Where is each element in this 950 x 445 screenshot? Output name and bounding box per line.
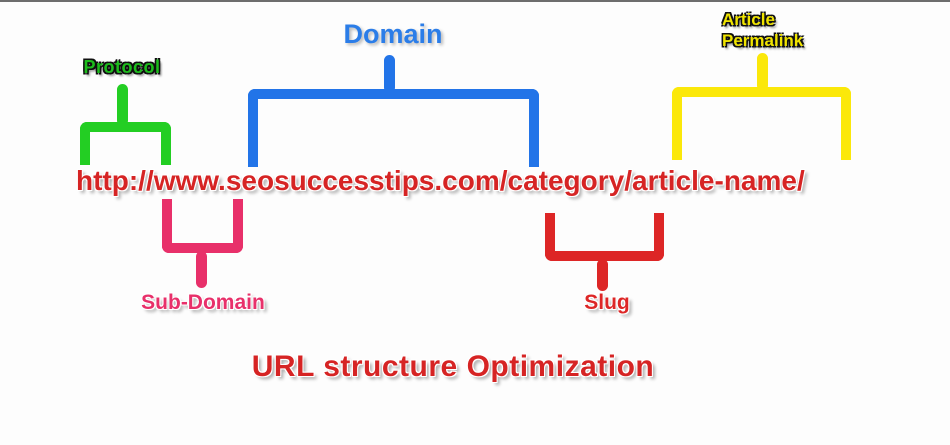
article-permalink-label: Article Permalink xyxy=(722,9,803,51)
protocol-stem-connector xyxy=(117,84,128,126)
article-permalink-stem-connector xyxy=(757,53,768,91)
sub-domain-bracket xyxy=(162,199,243,253)
sub-domain-stem-connector xyxy=(196,251,207,288)
url-text: http://www.seosuccesstips.com/category/a… xyxy=(76,165,805,196)
domain-bracket xyxy=(248,89,539,167)
slug-bracket xyxy=(545,213,664,261)
top-edge-artifact xyxy=(0,0,950,2)
domain-stem-connector xyxy=(384,55,395,93)
article-permalink-label-line2: Permalink xyxy=(722,31,804,50)
protocol-bracket xyxy=(80,122,171,165)
protocol-label: Protocol xyxy=(83,57,161,77)
article-permalink-bracket xyxy=(672,87,851,160)
domain-label: Domain xyxy=(343,19,443,49)
slug-label: Slug xyxy=(584,291,630,314)
diagram-title: URL structure Optimization xyxy=(251,350,655,383)
sub-domain-label: Sub-Domain xyxy=(141,291,265,314)
slug-stem-connector xyxy=(597,259,608,291)
article-permalink-label-line1: Article xyxy=(722,10,775,29)
